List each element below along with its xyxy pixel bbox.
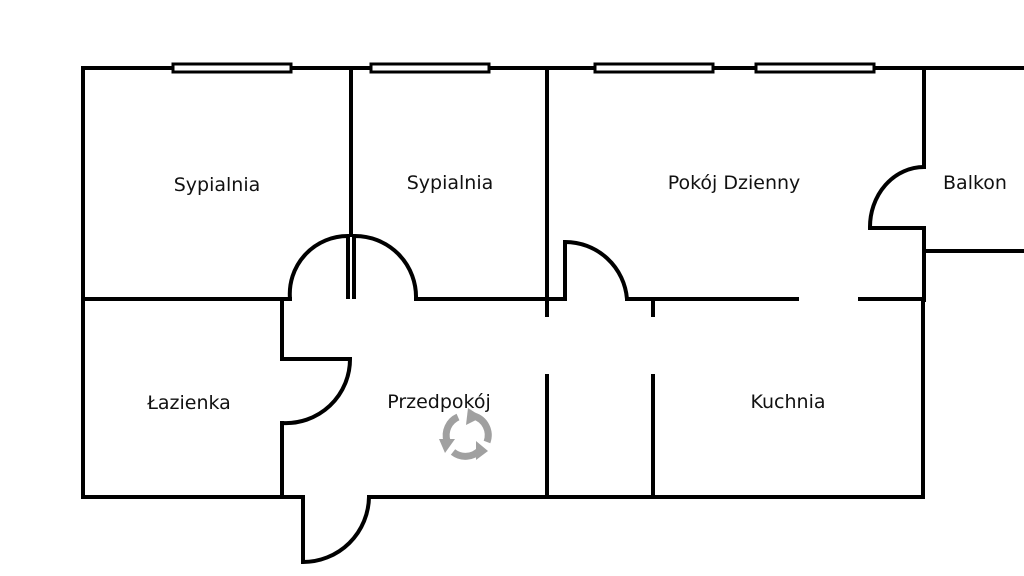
outer-walls — [81, 66, 1024, 499]
window — [593, 62, 715, 74]
room-label-living-room: Pokój Dzienny — [668, 172, 801, 194]
door-bedroom-2[interactable] — [352, 233, 419, 300]
room-label-balcony: Balkon — [943, 172, 1007, 194]
room-label-bedroom-2: Sypialnia — [407, 172, 494, 194]
door-bedroom-1[interactable] — [287, 233, 350, 300]
door-balcony[interactable] — [867, 165, 925, 230]
interior-walls — [81, 66, 1024, 499]
room-label-kitchen: Kuchnia — [750, 391, 825, 413]
rotate-360-icon[interactable] — [439, 408, 492, 460]
doors — [281, 165, 925, 565]
window — [754, 62, 876, 74]
door-living-room[interactable] — [547, 239, 629, 301]
window — [369, 62, 491, 74]
window — [171, 62, 293, 74]
door-bathroom[interactable] — [281, 357, 353, 426]
room-label-bathroom: Łazienka — [146, 392, 231, 414]
room-label-hallway: Przedpokój — [387, 391, 491, 413]
door-entrance[interactable] — [284, 495, 371, 565]
room-label-bedroom-1: Sypialnia — [174, 174, 261, 196]
windows — [171, 62, 876, 74]
